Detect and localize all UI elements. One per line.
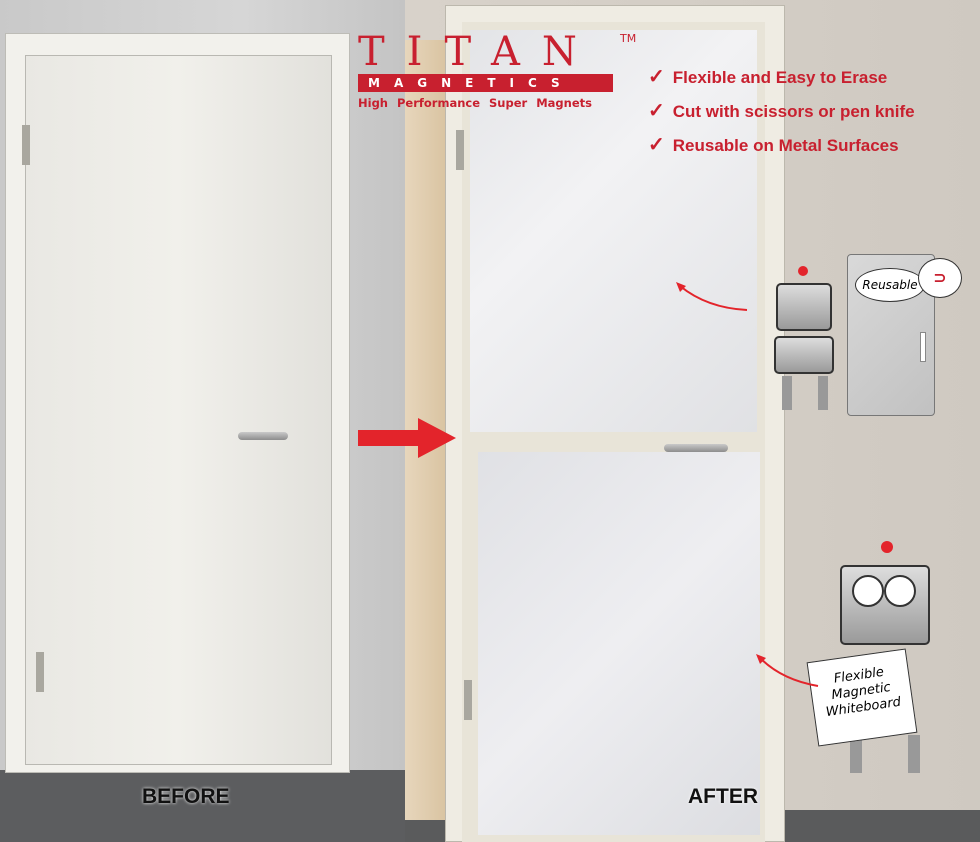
robot-eye [852, 575, 884, 607]
trademark: TM [620, 32, 637, 45]
checkmark-icon: ✓ [648, 134, 665, 156]
hinge [464, 680, 472, 720]
before-photo: BEFORE [0, 0, 405, 842]
robot-legs [782, 376, 828, 410]
brand-name: TITAN [358, 29, 599, 75]
whiteboard-panel-bottom [478, 452, 760, 835]
brand-tagline: High Performance Super Magnets [358, 96, 592, 110]
plain-door [25, 55, 332, 765]
feature-text: Reusable on Metal Surfaces [672, 136, 899, 155]
checkmark-icon: ✓ [648, 100, 665, 122]
brand-subtitle: MAGNETICS [358, 74, 613, 92]
robot-legs [850, 735, 920, 773]
door-handle [238, 432, 288, 440]
feature-item: ✓ Reusable on Metal Surfaces [648, 132, 899, 157]
robot-smiling [840, 565, 930, 645]
whiteboard-panel-top [470, 30, 757, 432]
floor [0, 770, 405, 842]
hinge [456, 130, 464, 170]
door-handle [664, 444, 728, 452]
feature-text: Cut with scissors or pen knife [672, 102, 915, 121]
feature-text: Flexible and Easy to Erase [672, 68, 888, 87]
before-label: BEFORE [142, 785, 230, 808]
whiteboard-sign: Flexible Magnetic Whiteboard [806, 648, 918, 747]
feature-item: ✓ Flexible and Easy to Erase [648, 64, 887, 89]
brand-logo: TITAN TM MAGNETICS High Performance Supe… [358, 29, 636, 110]
robot-winking [776, 283, 832, 331]
after-label: AFTER [688, 785, 758, 808]
robot-body [774, 336, 834, 374]
hinge [36, 652, 44, 692]
fridge-handle [920, 332, 926, 362]
arrow-right-icon [358, 418, 456, 458]
antenna [798, 266, 808, 276]
robot-eye [884, 575, 916, 607]
magnet-icon: ⊃ [918, 258, 962, 298]
antenna [881, 541, 893, 553]
pointer-arrow-icon [676, 282, 748, 311]
checkmark-icon: ✓ [648, 66, 665, 88]
hinge [22, 125, 30, 165]
pointer-arrow-icon [756, 654, 819, 687]
speech-bubble: Reusable [855, 268, 925, 302]
feature-item: ✓ Cut with scissors or pen knife [648, 98, 915, 123]
